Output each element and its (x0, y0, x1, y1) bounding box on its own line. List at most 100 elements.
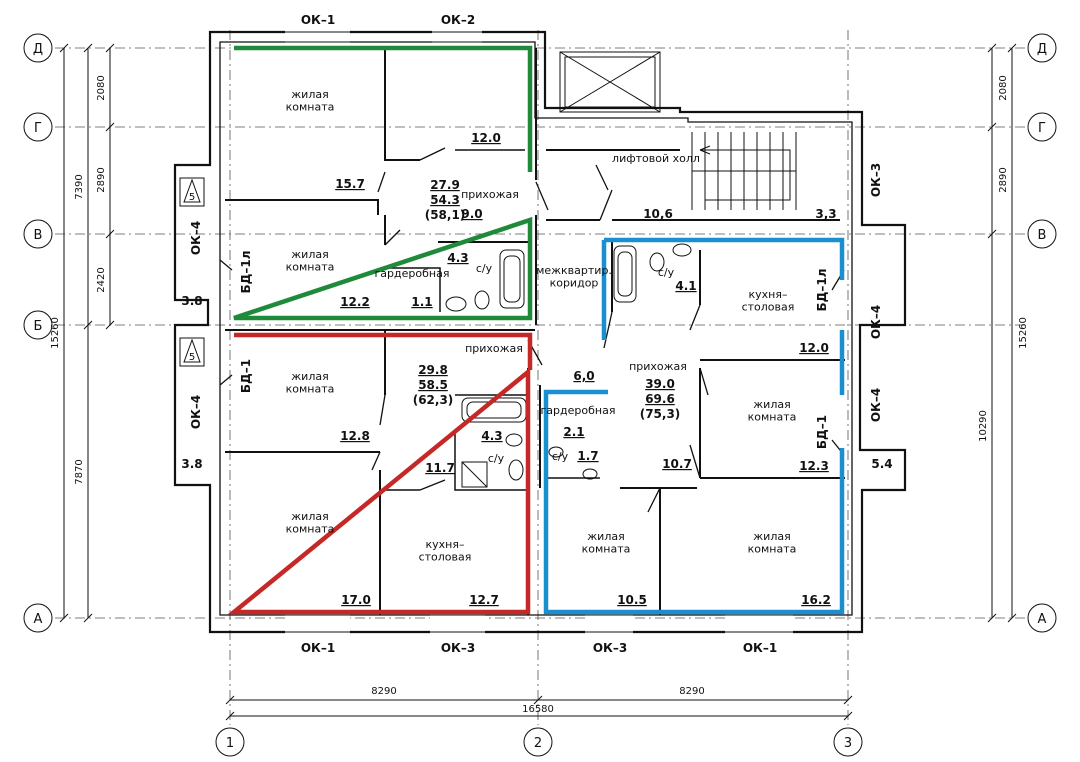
bathtub-icon (499, 249, 525, 309)
dim-left-7870: 7870 (74, 459, 85, 484)
balcony-door-bd1l-right: БД–1л (815, 269, 829, 312)
dim-left-7390: 7390 (74, 174, 85, 199)
room-name: гардеробная (375, 267, 450, 280)
stair-area: 3,3 (815, 207, 836, 221)
svg-text:(58,1): (58,1) (425, 208, 466, 222)
axis-marker-row-v-right: В (1027, 219, 1057, 249)
room-area: 15.7 (335, 177, 365, 191)
room-area: 10.5 (617, 593, 647, 607)
room-area: 4.1 (675, 279, 696, 293)
window-label-ok3-bottom-left: ОК–3 (441, 641, 475, 655)
room-area: 12.7 (469, 593, 499, 607)
window-label-ok1-bottom-right: ОК–1 (743, 641, 777, 655)
room-name: с/у (488, 452, 505, 465)
apartment-green-outline (233, 45, 533, 321)
dim-right-2080: 2080 (998, 75, 1009, 100)
axis-marker-row-a-right: А (1027, 603, 1057, 633)
toilet-icon (508, 459, 524, 481)
bathtub-icon (613, 245, 637, 303)
axis-marker-row-a-left: А (23, 603, 53, 633)
axis-marker-row-d-right: Д (1027, 33, 1057, 63)
room-area: 12.0 (471, 131, 501, 145)
svg-text:69.6: 69.6 (645, 392, 675, 406)
svg-text:Б: Б (34, 319, 43, 334)
window-label-ok4-left-bottom: ОК–4 (189, 395, 203, 429)
svg-text:5: 5 (189, 192, 195, 203)
sink-icon (548, 446, 564, 458)
stair-and-lift (559, 51, 797, 210)
svg-text:2: 2 (534, 736, 542, 751)
room-area: 12.0 (799, 341, 829, 355)
svg-text:Г: Г (34, 121, 42, 136)
dim-left-2420: 2420 (96, 267, 107, 292)
balcony-door-bd1-left: БД–1 (239, 359, 253, 393)
lift-hall-label: лифтовой холл (612, 152, 700, 165)
svg-text:1: 1 (226, 736, 234, 751)
sink-icon (474, 290, 490, 310)
dim-left-2890: 2890 (96, 167, 107, 192)
corridor-label: межквартир.коридор (536, 264, 612, 290)
window-label-ok3-right: ОК–3 (869, 163, 883, 197)
room-area: 4.3 (481, 429, 502, 443)
balcony-door-bd1-right: БД–1 (815, 415, 829, 449)
room-name: с/у (552, 450, 569, 463)
room-name: гардеробная (541, 404, 616, 417)
axis-markers: Д Г В Б А Д Г В А 1 2 3 (23, 33, 1057, 757)
room-area: 10.7 (662, 457, 692, 471)
svg-text:3: 3 (844, 736, 852, 751)
window-label-ok3-bottom-right: ОК–3 (593, 641, 627, 655)
room-area: 6,0 (573, 369, 594, 383)
dim-bottom-8290-right: 8290 (679, 686, 704, 697)
balcony-marker-bottom: 5 (179, 337, 205, 367)
room-area: 2.1 (563, 425, 584, 439)
grid-axes (55, 30, 1025, 725)
room-area: 16.2 (801, 593, 831, 607)
balcony-marker-top: 5 (179, 177, 205, 207)
axis-marker-row-g-right: Г (1027, 112, 1057, 142)
room-name: с/у (658, 266, 675, 279)
svg-text:5: 5 (189, 352, 195, 363)
sink-icon (505, 433, 523, 447)
svg-text:Г: Г (1038, 121, 1046, 136)
room-name: прихожая (629, 360, 687, 373)
room-area: 12.8 (340, 429, 370, 443)
room-area: 1.7 (577, 449, 598, 463)
toilet-icon (649, 252, 665, 272)
stair-treads (691, 132, 797, 210)
dim-right-15260: 15260 (1018, 317, 1029, 349)
axis-marker-col-2: 2 (523, 727, 553, 757)
svg-text:А: А (34, 612, 43, 627)
dim-left-15260: 15260 (50, 317, 61, 349)
svg-text:(62,3): (62,3) (413, 393, 454, 407)
axis-marker-row-d-left: Д (23, 33, 53, 63)
toilet-icon (582, 468, 598, 480)
window-label-ok1-bottom-left: ОК–1 (301, 641, 335, 655)
svg-text:В: В (34, 228, 43, 243)
apartment-summary: 27.9 54.3 (58,1) (425, 178, 466, 222)
dim-bottom-8290-left: 8290 (371, 686, 396, 697)
dim-right-2890: 2890 (998, 167, 1009, 192)
room-name: прихожая (465, 342, 523, 355)
axis-marker-row-g-left: Г (23, 112, 53, 142)
apartment-blue-outline (543, 237, 845, 615)
svg-text:29.8: 29.8 (418, 363, 448, 377)
toilet-icon (445, 296, 467, 312)
room-area: 4.3 (447, 251, 468, 265)
room-area: 17.0 (341, 593, 371, 607)
apartment-summary: 29.8 58.5 (62,3) (413, 363, 454, 407)
svg-text:В: В (1038, 228, 1047, 243)
dim-right-10290: 10290 (978, 410, 989, 442)
apartment-summary: 39.0 69.6 (75,3) (640, 377, 681, 421)
room-area: 12.2 (340, 295, 370, 309)
shower-icon (461, 461, 488, 488)
svg-text:Д: Д (1037, 42, 1047, 57)
room-area: 12.3 (799, 459, 829, 473)
window-label-ok4-right-top: ОК–4 (869, 305, 883, 339)
